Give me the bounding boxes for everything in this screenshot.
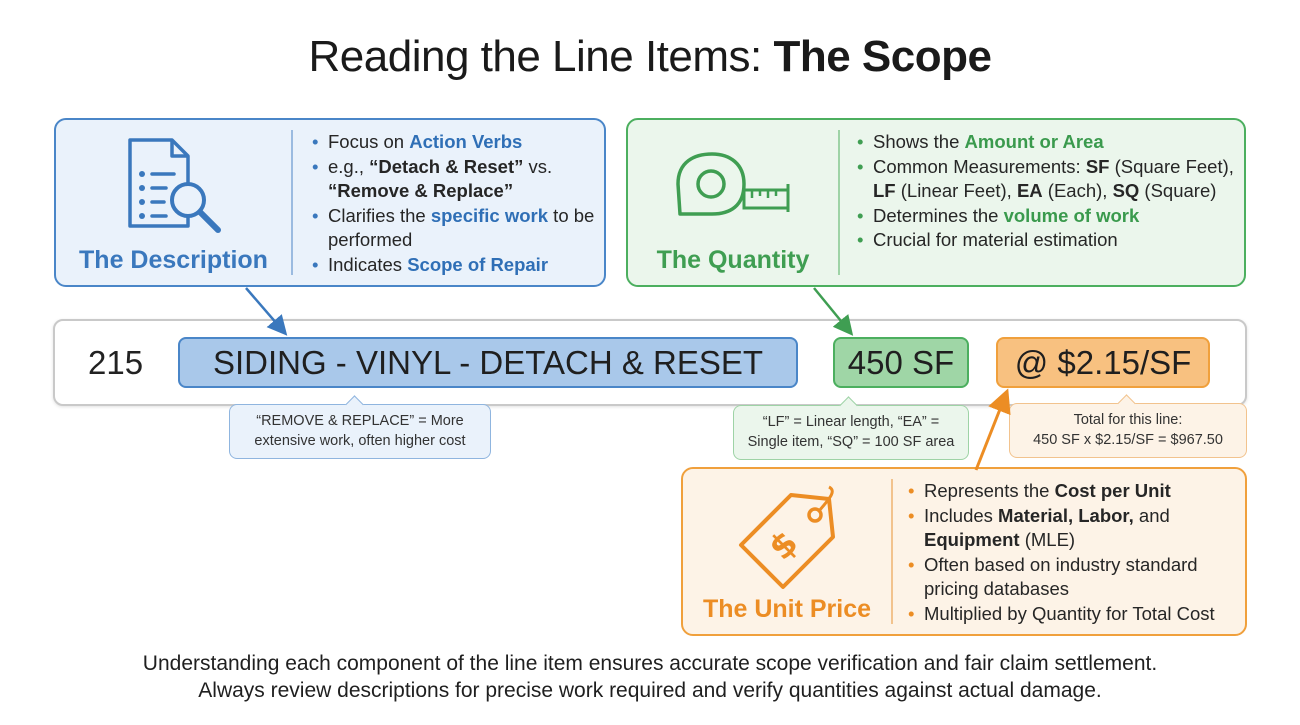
line-item-unit-price: @ $2.15/SF bbox=[996, 337, 1210, 388]
footer-line-2: Always review descriptions for precise w… bbox=[198, 679, 1102, 702]
price-card: $ The Unit Price Represents the Cost per… bbox=[681, 467, 1247, 636]
price-bullets: Represents the Cost per Unit Includes Ma… bbox=[906, 479, 1244, 626]
description-bullet: Clarifies the specific work to be perfor… bbox=[310, 204, 600, 253]
description-card-title: The Description bbox=[79, 246, 268, 274]
description-bullet: Focus on Action Verbs bbox=[310, 130, 600, 155]
description-callout: “REMOVE & REPLACE” = More extensive work… bbox=[229, 404, 491, 459]
price-card-divider bbox=[891, 479, 893, 624]
quantity-card: The Quantity Shows the Amount or Area Co… bbox=[626, 118, 1246, 287]
description-bullets: Focus on Action Verbs e.g., “Detach & Re… bbox=[310, 130, 600, 277]
svg-text:$: $ bbox=[761, 523, 806, 568]
quantity-bullet: Common Measurements: SF (Square Feet), L… bbox=[855, 155, 1240, 204]
quantity-card-title: The Quantity bbox=[656, 246, 810, 274]
quantity-card-divider bbox=[838, 130, 840, 275]
page-title: Reading the Line Items: The Scope bbox=[0, 32, 1300, 82]
description-card: The Description Focus on Action Verbs e.… bbox=[54, 118, 606, 287]
quantity-bullets: Shows the Amount or Area Common Measurem… bbox=[855, 130, 1240, 253]
document-magnifier-icon bbox=[128, 138, 221, 233]
description-bullet: Indicates Scope of Repair bbox=[310, 253, 600, 278]
line-item-number: 215 bbox=[88, 344, 144, 381]
title-bold: The Scope bbox=[773, 32, 992, 81]
price-tag-icon: $ bbox=[739, 485, 835, 589]
price-bullet: Includes Material, Labor, and Equipment … bbox=[906, 504, 1244, 553]
description-bullet: e.g., “Detach & Reset” vs. “Remove & Rep… bbox=[310, 155, 600, 204]
line-item-description: SIDING - VINYL - DETACH & RESET bbox=[178, 337, 798, 388]
quantity-bullet: Determines the volume of work bbox=[855, 204, 1240, 229]
quantity-callout: “LF” = Linear length, “EA” = Single item… bbox=[733, 405, 969, 460]
price-callout: Total for this line: 450 SF x $2.15/SF =… bbox=[1009, 403, 1247, 458]
description-card-divider bbox=[291, 130, 293, 275]
price-card-title: The Unit Price bbox=[702, 595, 872, 623]
price-bullet: Multiplied by Quantity for Total Cost bbox=[906, 602, 1244, 627]
quantity-bullet: Crucial for material estimation bbox=[855, 228, 1240, 253]
quantity-bullet: Shows the Amount or Area bbox=[855, 130, 1240, 155]
title-regular: Reading the Line Items: bbox=[308, 32, 774, 81]
footer-line-1: Understanding each component of the line… bbox=[142, 652, 1158, 675]
tape-measure-icon bbox=[676, 152, 790, 216]
price-bullet: Represents the Cost per Unit bbox=[906, 479, 1244, 504]
line-item-quantity: 450 SF bbox=[833, 337, 969, 388]
price-bullet: Often based on industry standard pricing… bbox=[906, 553, 1244, 602]
